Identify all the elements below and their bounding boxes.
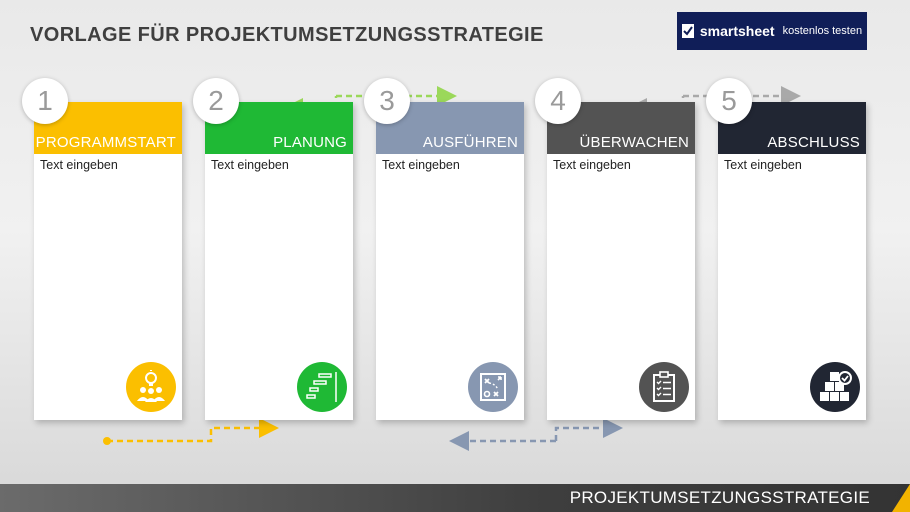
step-header: ABSCHLUSS (718, 102, 866, 154)
step-text-field[interactable]: Text eingeben (211, 158, 289, 172)
step-label: ABSCHLUSS (767, 134, 860, 151)
smartsheet-trial-button[interactable]: smartsheet kostenlos testen (677, 12, 867, 50)
step-label: AUSFÜHREN (422, 134, 518, 151)
step-card-ausfuehren: AUSFÜHREN Text eingeben (376, 102, 524, 420)
step-header: AUSFÜHREN (376, 102, 524, 154)
lightbulb-team-icon (126, 362, 176, 412)
smartsheet-logo-icon (681, 24, 694, 38)
step-text-field[interactable]: Text eingeben (724, 158, 802, 172)
step-number-2: 2 (193, 78, 239, 124)
step-number-4: 4 (535, 78, 581, 124)
checklist-clipboard-icon (639, 362, 689, 412)
page-title: VORLAGE FÜR PROJEKTUMSETZUNGSSTRATEGIE (30, 24, 544, 46)
step-card-ueberwachen: ÜBERWACHEN Text eingeben (547, 102, 695, 420)
footer-accent (892, 484, 910, 512)
step-number-3: 3 (364, 78, 410, 124)
arrow-execute-forward (554, 418, 623, 441)
gantt-icon (297, 362, 347, 412)
strategy-board-icon (468, 362, 518, 412)
step-card-abschluss: ABSCHLUSS Text eingeben (718, 102, 866, 420)
footer-title: PROJEKTUMSETZUNGSSTRATEGIE (569, 488, 870, 507)
footer-bar: PROJEKTUMSETZUNGSSTRATEGIE (0, 484, 910, 512)
step-text-field[interactable]: Text eingeben (382, 158, 460, 172)
step-text-field[interactable]: Text eingeben (553, 158, 631, 172)
step-label: PLANUNG (273, 134, 347, 151)
arrow-start-forward (107, 418, 279, 443)
arrow-start-dot (103, 437, 111, 445)
step-card-programmstart: PROGRAMMSTART Text eingeben (34, 102, 182, 420)
step-card-planung: PLANUNG Text eingeben (205, 102, 353, 420)
step-number-1: 1 (22, 78, 68, 124)
brand-name: smartsheet (699, 23, 775, 39)
step-label: PROGRAMMSTART (35, 134, 176, 151)
step-number-5: 5 (706, 78, 752, 124)
step-label: ÜBERWACHEN (579, 134, 689, 151)
trial-label: kostenlos testen (782, 25, 863, 37)
boxes-check-icon (810, 362, 860, 412)
step-text-field[interactable]: Text eingeben (40, 158, 118, 172)
